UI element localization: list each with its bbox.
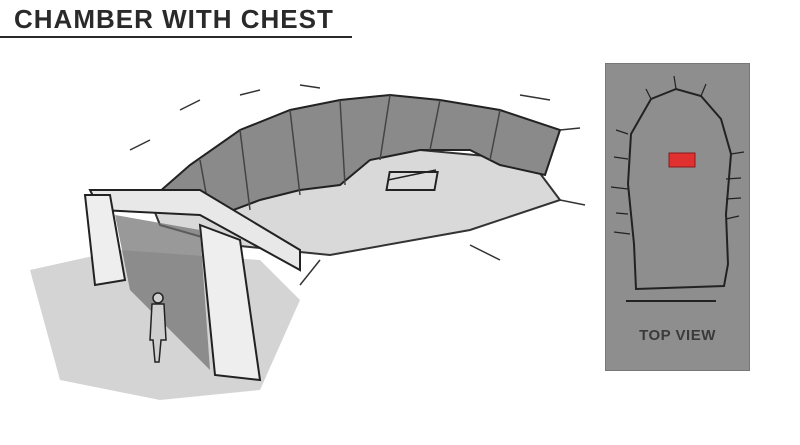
top-view-map [610, 75, 745, 302]
chest-icon [385, 169, 439, 191]
rock-wall [148, 93, 562, 217]
top-view-panel: TOP VIEW [605, 63, 750, 371]
chamber-sketch [30, 84, 586, 400]
top-view-label: TOP VIEW [639, 327, 716, 344]
human-figure [149, 292, 167, 363]
page-title: CHAMBER WITH CHEST [14, 4, 334, 34]
title-underline [0, 36, 352, 38]
chest-marker [668, 152, 696, 168]
archway [83, 189, 301, 382]
